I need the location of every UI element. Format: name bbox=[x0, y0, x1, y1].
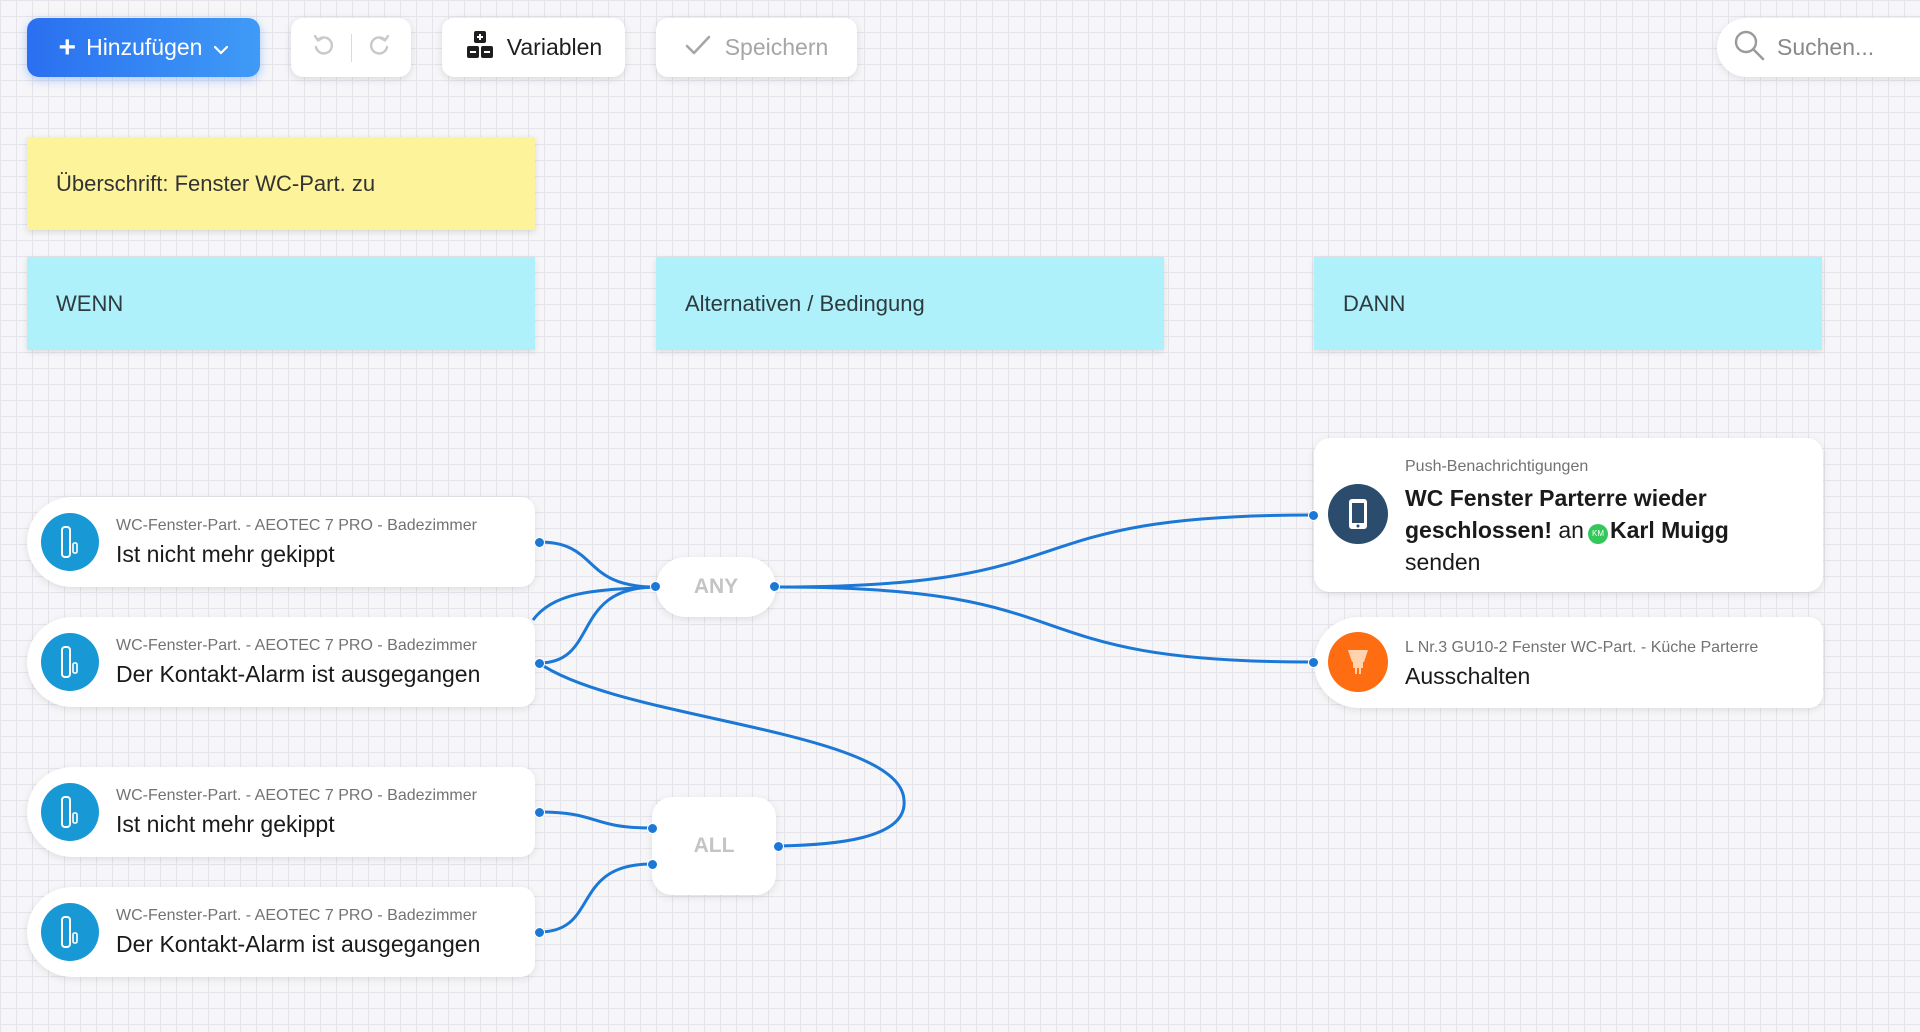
divider bbox=[350, 33, 352, 62]
window-sensor-icon bbox=[41, 783, 99, 841]
column-header-alternatives[interactable]: Alternativen / Bedingung bbox=[656, 257, 1164, 350]
window-sensor-icon bbox=[41, 513, 99, 571]
action-light[interactable]: L Nr.3 GU10-2 Fenster WC-Part. - Küche P… bbox=[1308, 617, 1823, 708]
gate-all[interactable]: ALL bbox=[647, 797, 784, 895]
wire-trigger2-any-b bbox=[538, 585, 657, 665]
column-header-when[interactable]: WENN bbox=[27, 257, 535, 350]
bulb-icon bbox=[1328, 632, 1388, 692]
add-button-label: Hinzufügen bbox=[86, 34, 203, 60]
action-message: WC Fenster Parterre wieder geschlossen! … bbox=[1405, 482, 1795, 578]
output-port[interactable] bbox=[773, 841, 784, 852]
push-message-text: WC Fenster Parterre wieder geschlossen! bbox=[1405, 485, 1707, 543]
column-header-then[interactable]: DANN bbox=[1314, 257, 1822, 350]
column-header-when-label: WENN bbox=[56, 290, 124, 316]
output-port[interactable] bbox=[534, 658, 545, 669]
heading-note-text: Überschrift: Fenster WC-Part. zu bbox=[56, 170, 376, 196]
save-button-label: Speichern bbox=[724, 34, 829, 60]
output-port[interactable] bbox=[534, 927, 545, 938]
wire-any-light bbox=[778, 585, 1312, 664]
trigger-device: WC-Fenster-Part. - AEOTEC 7 PRO - Badezi… bbox=[116, 787, 477, 804]
heading-note[interactable]: Überschrift: Fenster WC-Part. zu bbox=[27, 137, 535, 230]
window-sensor-icon bbox=[41, 903, 99, 961]
trigger-condition: Ist nicht mehr gekippt bbox=[116, 811, 335, 837]
smartphone-icon bbox=[1328, 484, 1388, 544]
variables-button[interactable]: Variablen bbox=[442, 18, 625, 77]
trigger-condition: Ist nicht mehr gekippt bbox=[116, 541, 335, 567]
chevron-down-icon bbox=[214, 34, 229, 61]
search-icon bbox=[1733, 29, 1765, 66]
output-port[interactable] bbox=[534, 537, 545, 548]
trigger-card[interactable]: WC-Fenster-Part. - AEOTEC 7 PRO - Badezi… bbox=[27, 497, 545, 587]
action-push-notification[interactable]: Push-Benachrichtigungen WC Fenster Parte… bbox=[1308, 438, 1823, 592]
output-port[interactable] bbox=[769, 581, 780, 592]
input-port[interactable] bbox=[1308, 657, 1319, 668]
variables-button-label: Variablen bbox=[506, 34, 603, 60]
trigger-card[interactable]: WC-Fenster-Part. - AEOTEC 7 PRO - Badezi… bbox=[27, 617, 545, 707]
action-command: Ausschalten bbox=[1405, 663, 1531, 689]
trigger-card[interactable]: WC-Fenster-Part. - AEOTEC 7 PRO - Badezi… bbox=[27, 767, 545, 857]
input-port[interactable] bbox=[647, 823, 658, 834]
wire-any-push bbox=[778, 513, 1312, 589]
trigger-condition: Der Kontakt-Alarm ist ausgegangen bbox=[116, 931, 481, 957]
gate-all-label: ALL bbox=[693, 834, 735, 857]
window-sensor-icon bbox=[41, 633, 99, 691]
plus-icon: + bbox=[58, 30, 77, 64]
search-input[interactable] bbox=[1775, 33, 1920, 62]
action-device: L Nr.3 GU10-2 Fenster WC-Part. - Küche P… bbox=[1405, 639, 1759, 656]
undo-icon[interactable] bbox=[311, 32, 337, 64]
search-box[interactable] bbox=[1717, 18, 1920, 77]
wire-trigger1-any bbox=[538, 540, 657, 589]
wire-trigger4-all bbox=[538, 862, 653, 934]
undo-redo-group bbox=[291, 18, 411, 77]
push-verb: senden bbox=[1405, 549, 1481, 575]
redo-icon[interactable] bbox=[366, 32, 392, 64]
trigger-condition: Der Kontakt-Alarm ist ausgegangen bbox=[116, 661, 481, 687]
check-icon bbox=[685, 34, 711, 62]
wire-trigger3-all bbox=[538, 810, 653, 830]
column-header-then-label: DANN bbox=[1343, 290, 1406, 316]
trigger-device: WC-Fenster-Part. - AEOTEC 7 PRO - Badezi… bbox=[116, 517, 477, 534]
input-port[interactable] bbox=[650, 581, 661, 592]
trigger-card[interactable]: WC-Fenster-Part. - AEOTEC 7 PRO - Badezi… bbox=[27, 887, 545, 977]
variables-icon bbox=[465, 30, 495, 66]
wire-trigger2-any-a bbox=[531, 585, 657, 621]
input-port[interactable] bbox=[647, 859, 658, 870]
push-recipient: Karl Muigg bbox=[1609, 517, 1729, 543]
trigger-device: WC-Fenster-Part. - AEOTEC 7 PRO - Badezi… bbox=[116, 907, 477, 924]
gate-any-label: ANY bbox=[693, 575, 739, 598]
action-category: Push-Benachrichtigungen bbox=[1405, 458, 1589, 475]
recipient-avatar: KM bbox=[1587, 524, 1608, 544]
gate-any[interactable]: ANY bbox=[650, 557, 780, 617]
output-port[interactable] bbox=[534, 807, 545, 818]
push-connector: an bbox=[1558, 517, 1584, 543]
trigger-device: WC-Fenster-Part. - AEOTEC 7 PRO - Badezi… bbox=[116, 637, 477, 654]
add-button[interactable]: + Hinzufügen bbox=[27, 18, 260, 77]
input-port[interactable] bbox=[1308, 510, 1319, 521]
column-header-alternatives-label: Alternativen / Bedingung bbox=[685, 290, 925, 316]
save-button[interactable]: Speichern bbox=[656, 18, 857, 77]
